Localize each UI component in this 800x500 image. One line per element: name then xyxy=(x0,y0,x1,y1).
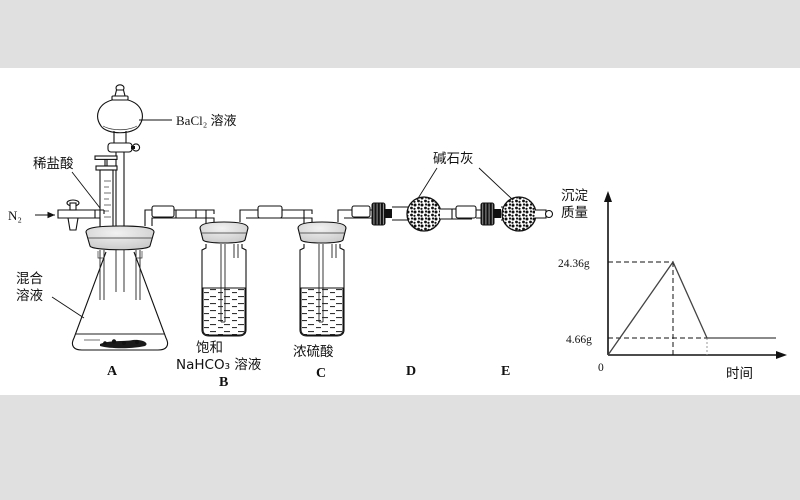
liquid-c xyxy=(300,287,344,336)
chart-series-line xyxy=(607,260,776,356)
chart-xlabel: 时间 xyxy=(726,366,753,382)
soda-lime-bulb-e xyxy=(501,196,537,232)
chart-ylabel-line2: 质量 xyxy=(561,205,588,221)
connector-c-d xyxy=(337,205,372,222)
connector-d-e xyxy=(452,205,486,220)
rubber-stopper-c xyxy=(297,221,347,244)
bacl2-label: BaCl₂ 溶液 xyxy=(176,113,237,128)
chart-ytick-24-36: 24.36g xyxy=(558,258,590,270)
station-d-drying-tube: D xyxy=(371,196,453,379)
tube-clamp-4 xyxy=(455,205,477,219)
precipitate-mass-chart: 沉淀 质量 24.36g 4.66g 0 时间 xyxy=(558,188,787,382)
concentrated-sulfuric-acid-label: 浓硫酸 xyxy=(293,344,334,360)
chart-ylabel-line1: 沉淀 xyxy=(561,188,589,204)
n2-label: N₂ xyxy=(8,208,22,223)
chart-y-axis-arrow xyxy=(604,191,612,202)
station-letter-d: D xyxy=(406,364,416,379)
saturated-label-line1: 饱和 xyxy=(196,340,223,356)
station-letter-b: B xyxy=(219,375,228,390)
station-e-drying-tube: E xyxy=(480,196,554,379)
station-letter-a: A xyxy=(107,364,118,379)
tube-clamp-3 xyxy=(351,205,371,218)
soda-lime-bulb-d xyxy=(406,196,442,232)
rubber-stopper-b xyxy=(199,221,249,244)
separating-funnel: BaCl₂ 溶液 xyxy=(97,84,237,236)
station-letter-c: C xyxy=(316,366,326,381)
chart-ytick-4-66: 4.66g xyxy=(566,334,592,346)
tube-clamp-1 xyxy=(151,205,175,218)
liquid-b xyxy=(202,287,246,336)
chart-origin-label: 0 xyxy=(598,362,604,374)
station-a-conical-flask: 混合 溶液 A xyxy=(16,209,176,379)
chart-x-axis-arrow xyxy=(776,351,787,359)
syringe-dilute-hcl: 稀盐酸 xyxy=(33,155,118,238)
ribbed-stopper-d xyxy=(371,202,386,226)
stopcock-valve xyxy=(66,199,80,231)
connector-b-c xyxy=(239,205,313,226)
station-letter-e: E xyxy=(501,364,510,379)
soda-lime-label-group: 碱石灰 xyxy=(416,151,514,201)
ribbed-stopper-e xyxy=(480,202,495,226)
station-b-washing-bottle: 饱和 NaHCO₃ 溶液 B xyxy=(176,221,262,390)
connector-a-b xyxy=(151,205,215,226)
precipitate-sediment xyxy=(100,339,147,349)
mixed-solution-label-line1: 混合 xyxy=(16,271,43,287)
soda-lime-label: 碱石灰 xyxy=(433,151,474,167)
station-c-washing-bottle: 浓硫酸 C xyxy=(293,221,347,381)
mixed-solution-label-line2: 溶液 xyxy=(16,288,43,304)
nitrogen-inlet: N₂ xyxy=(8,199,105,240)
saturated-label-line2: NaHCO₃ 溶液 xyxy=(176,357,262,373)
tube-clamp-2 xyxy=(257,205,283,219)
dilute-hcl-label: 稀盐酸 xyxy=(33,156,74,172)
